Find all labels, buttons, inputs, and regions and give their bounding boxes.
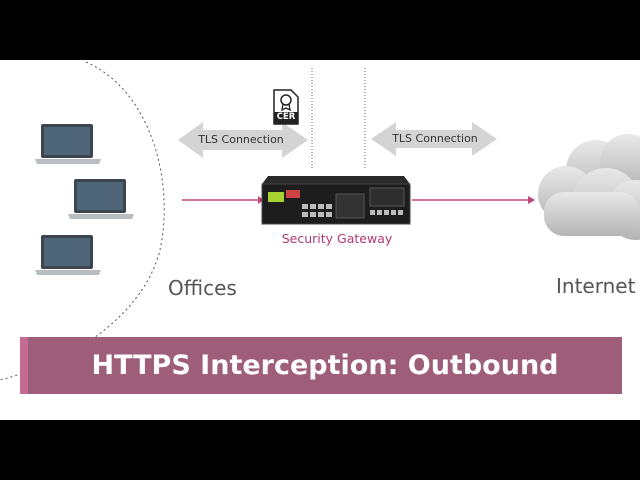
offices-label: Offices <box>168 276 237 300</box>
laptop-icon <box>68 179 134 219</box>
tls-right-label: TLS Connection <box>392 132 478 145</box>
tls-right-arrow <box>371 122 497 156</box>
slide: TLS Connection TLS Connection CER <box>0 60 640 420</box>
office-to-gateway-arrowhead <box>258 196 264 204</box>
security-gateway-label: Security Gateway <box>281 231 393 246</box>
office-boundary-arc <box>0 61 165 381</box>
security-gateway-icon <box>261 176 411 225</box>
gateway-to-internet-arrowhead <box>528 196 535 204</box>
tls-left-label: TLS Connection <box>198 133 284 146</box>
title-banner: HTTPS Interception: Outbound <box>20 337 622 394</box>
laptop-icon <box>35 124 101 164</box>
laptop-icon <box>35 235 101 275</box>
certificate-icon <box>273 89 299 125</box>
tls-left-arrow <box>178 122 308 158</box>
banner-title: HTTPS Interception: Outbound <box>91 350 559 381</box>
internet-label: Internet <box>556 274 636 298</box>
diagram-lines <box>0 61 535 381</box>
internet-cloud-icon <box>538 134 640 240</box>
certificate-label: CER <box>276 112 296 122</box>
